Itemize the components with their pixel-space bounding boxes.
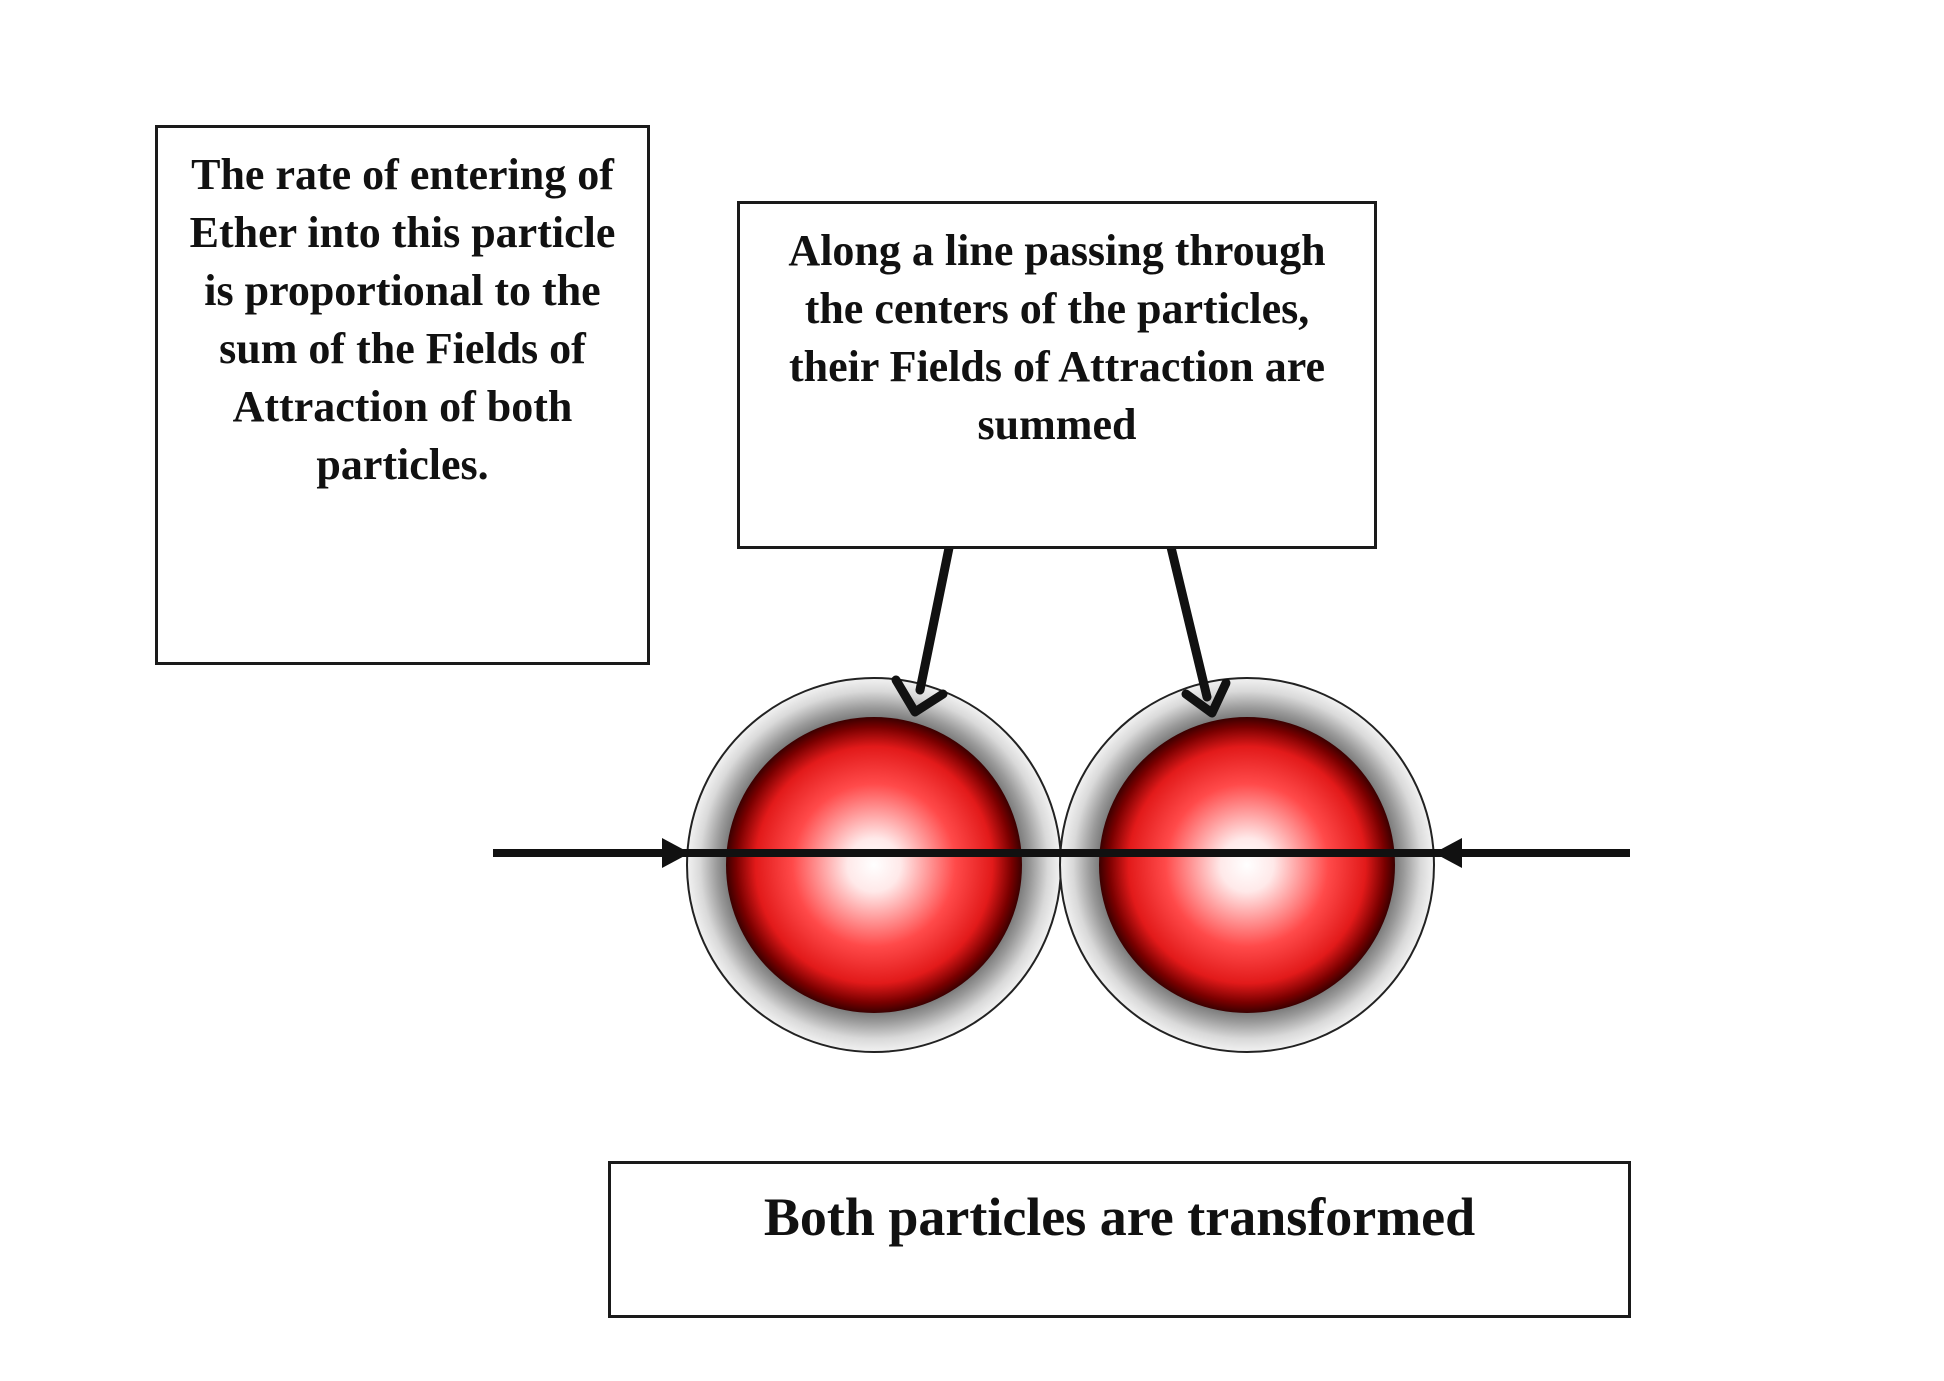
ether-rate-callout: The rate of entering of Ether into this … <box>155 125 650 665</box>
fields-summed-callout: Along a line passing through the centers… <box>737 201 1377 549</box>
left-inward-arrowhead <box>662 838 690 868</box>
left-pointer-arrow <box>891 538 955 717</box>
transformed-text: Both particles are transformed <box>763 1187 1476 1247</box>
fields-summed-text: Along a line passing through the centers… <box>788 226 1326 449</box>
right-inward-arrowhead <box>1434 838 1462 868</box>
right-particle <box>1059 677 1435 1053</box>
ether-rate-text: The rate of entering of Ether into this … <box>189 150 616 489</box>
left-particle <box>686 677 1062 1053</box>
transformed-callout: Both particles are transformed <box>608 1161 1631 1318</box>
right-particle-core <box>1099 717 1395 1013</box>
right-pointer-arrow <box>1165 538 1231 718</box>
left-particle-core <box>726 717 1022 1013</box>
